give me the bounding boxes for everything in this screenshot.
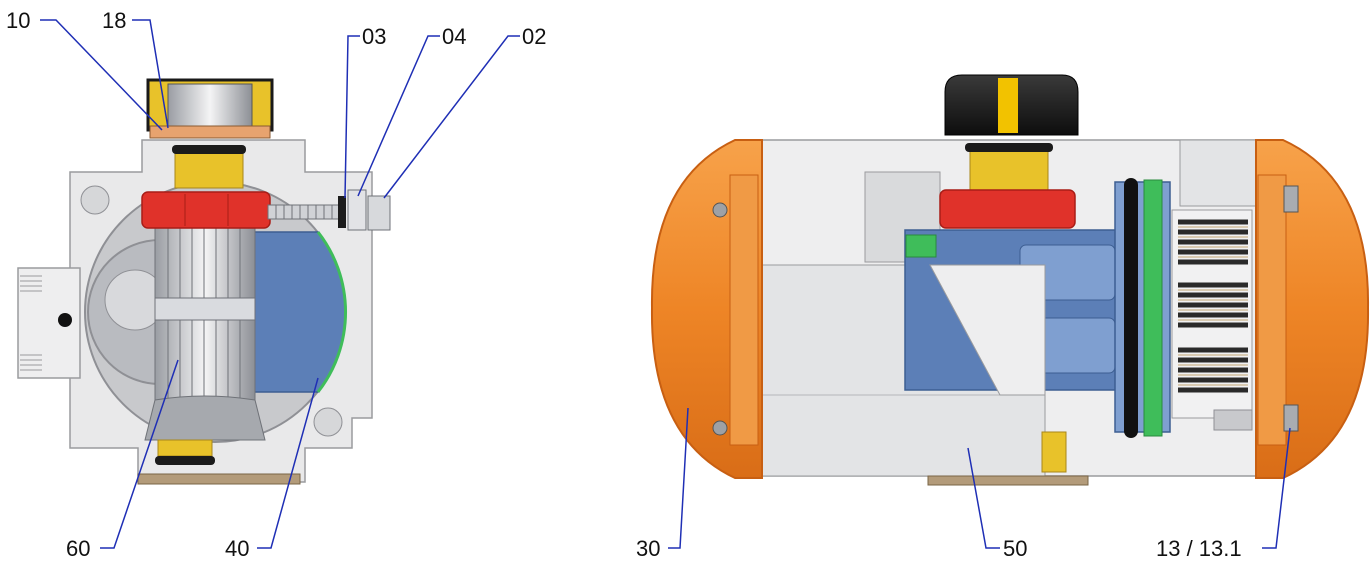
port-threads xyxy=(20,275,42,371)
end-cap-bolt xyxy=(1283,185,1299,213)
end-cap-bolt xyxy=(1283,404,1299,432)
callout-label-50: 50 xyxy=(1003,536,1027,561)
collar-ring xyxy=(141,191,271,229)
callout-label-02: 02 xyxy=(522,24,546,49)
callout-labels: 10 18 03 04 02 60 40 30 50 13 / 13.1 xyxy=(6,8,1242,561)
spring-pack xyxy=(1171,209,1253,419)
top-bushing xyxy=(174,151,244,189)
bottom-bushing xyxy=(157,439,213,457)
callout-label-30: 30 xyxy=(636,536,660,561)
callout-label-13-13-1: 13 / 13.1 xyxy=(1156,536,1242,561)
mounting-hole xyxy=(313,407,343,437)
callout-label-60: 60 xyxy=(66,536,90,561)
callout-label-18: 18 xyxy=(102,8,126,33)
callout-label-40: 40 xyxy=(225,536,249,561)
collar-ring-side xyxy=(939,189,1076,229)
cross-section-view xyxy=(17,78,391,485)
callout-label-04: 04 xyxy=(442,24,466,49)
callout-lines xyxy=(40,19,1291,549)
side-section-view xyxy=(650,74,1370,486)
port-hole xyxy=(58,313,72,327)
indicator-mark xyxy=(998,78,1018,133)
callout-label-03: 03 xyxy=(362,24,386,49)
callout-label-10: 10 xyxy=(6,8,30,33)
top-bushing-side xyxy=(969,149,1049,191)
mounting-hole xyxy=(80,185,110,215)
adjustment-screw xyxy=(267,189,391,231)
base-plate xyxy=(137,473,301,485)
